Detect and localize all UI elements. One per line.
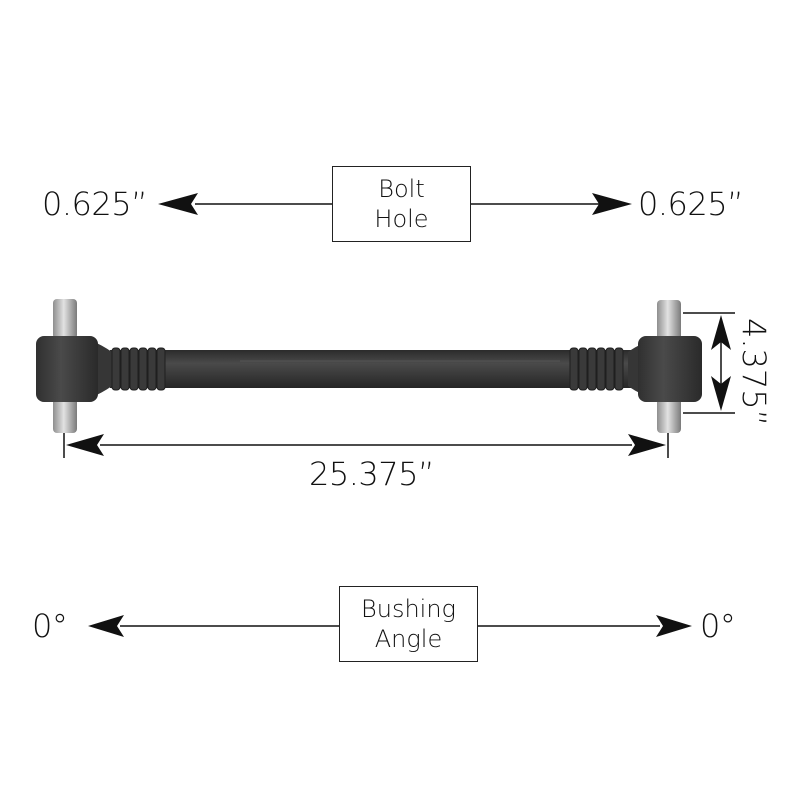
bolt-hole-label-box: Bolt Hole — [332, 166, 471, 242]
bolt-hole-right-value: 0.625” — [638, 185, 744, 223]
bushing-angle-left-value: 0° — [32, 607, 68, 645]
bolt-hole-left-value: 0.625” — [42, 185, 148, 223]
bolt-hole-right-arrow — [470, 193, 632, 215]
bolt-hole-title-line2: Hole — [374, 205, 429, 233]
bushing-angle-right-value: 0° — [700, 607, 736, 645]
bolt-hole-title-line1: Bolt — [378, 175, 425, 203]
bushing-angle-label-box: Bushing Angle — [339, 586, 478, 662]
bushing-angle-right-arrow — [477, 615, 692, 637]
height-dimension-value: 4.375” — [735, 318, 773, 427]
bolt-hole-left-arrow — [158, 193, 333, 215]
bushing-angle-left-arrow — [88, 615, 340, 637]
bushing-angle-title-line1: Bushing — [361, 595, 456, 623]
length-dimension-value: 25.375” — [309, 455, 435, 493]
height-dimension — [683, 312, 735, 414]
bushing-angle-title-line2: Angle — [374, 625, 443, 653]
length-dimension — [63, 433, 669, 458]
torque-rod-illustration — [36, 299, 702, 433]
